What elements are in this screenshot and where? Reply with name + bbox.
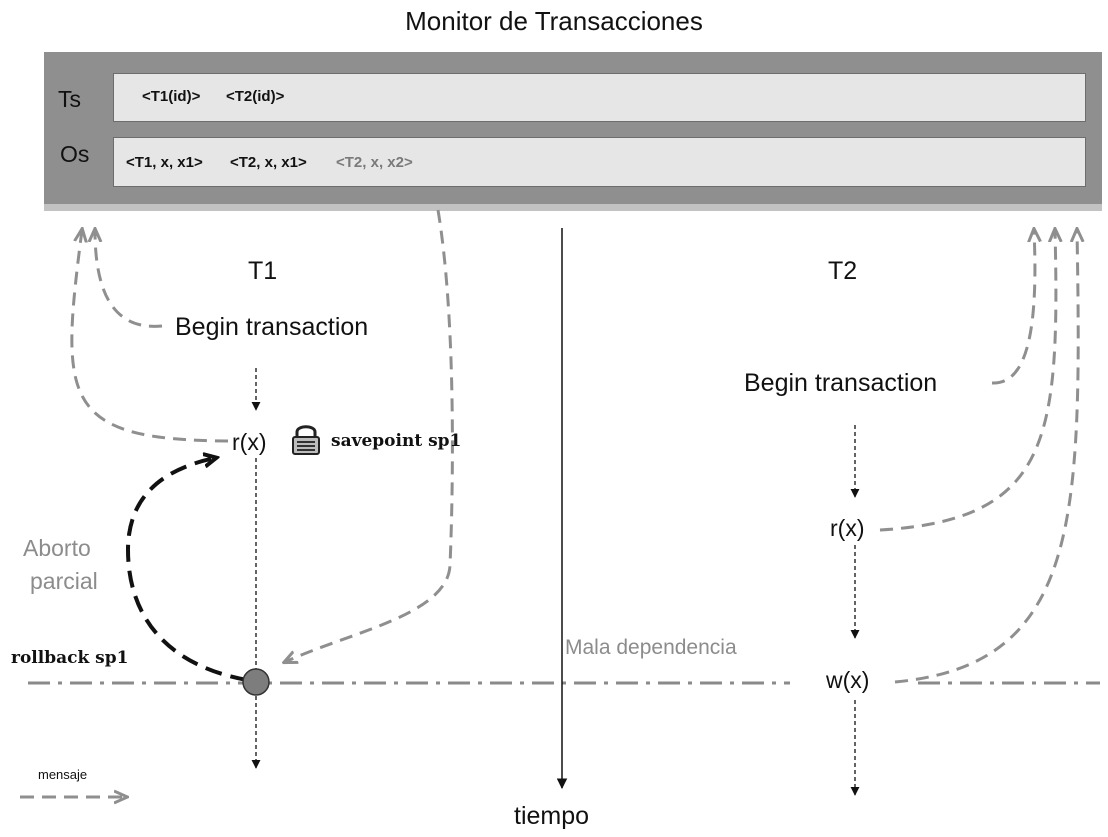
t2-begin-message-arrow — [991, 230, 1035, 385]
diagram-title: Monitor de Transacciones — [405, 6, 703, 36]
message-legend-label: mensaje — [38, 767, 88, 782]
partial-abort-label-line1: Aborto — [23, 535, 91, 561]
t1-name: T1 — [248, 257, 278, 285]
time-axis-label: tiempo — [514, 802, 590, 830]
ts-entry-t2: <T2(id)> — [226, 88, 285, 105]
rollback-label: rollback sp1 — [11, 648, 129, 668]
t1-begin-transaction: Begin transaction — [175, 313, 369, 341]
t1-read-op: r(x) — [232, 429, 267, 455]
os-entry-t2-x-x2: <T2, x, x2> — [336, 154, 413, 171]
ts-entry-t1: <T1(id)> — [142, 88, 201, 105]
t2-name: T2 — [828, 257, 858, 285]
t1-read-message-arrow — [70, 230, 229, 443]
partial-abort-arrow — [125, 458, 248, 682]
t2-read-op: r(x) — [830, 515, 865, 541]
transaction-monitor: Ts <T1(id)> <T2(id)> Os <T1, x, x1> <T2,… — [44, 52, 1102, 204]
monitor-to-t1-rollback-arrow — [285, 209, 454, 662]
ts-label: Ts — [58, 86, 81, 112]
lock-icon — [292, 425, 320, 455]
t2-read-message-arrow — [879, 230, 1056, 532]
os-label: Os — [60, 141, 90, 167]
rollback-point-marker — [242, 668, 270, 696]
os-log: <T1, x, x1> <T2, x, x1> <T2, x, x2> — [113, 137, 1086, 187]
t2-write-message-arrow — [894, 230, 1078, 684]
os-entry-t2-x-x1: <T2, x, x1> — [230, 154, 307, 171]
bad-dependency-label: Mala dependencia — [565, 636, 737, 659]
partial-abort-label-line2: parcial — [30, 568, 98, 594]
ts-log: <T1(id)> <T2(id)> — [113, 73, 1086, 122]
t2-write-op: w(x) — [826, 667, 870, 693]
os-entry-t1-x-x1: <T1, x, x1> — [126, 154, 203, 171]
t1-begin-message-arrow — [95, 230, 163, 328]
t2-begin-transaction: Begin transaction — [744, 369, 938, 397]
savepoint-label: savepoint sp1 — [331, 431, 462, 451]
